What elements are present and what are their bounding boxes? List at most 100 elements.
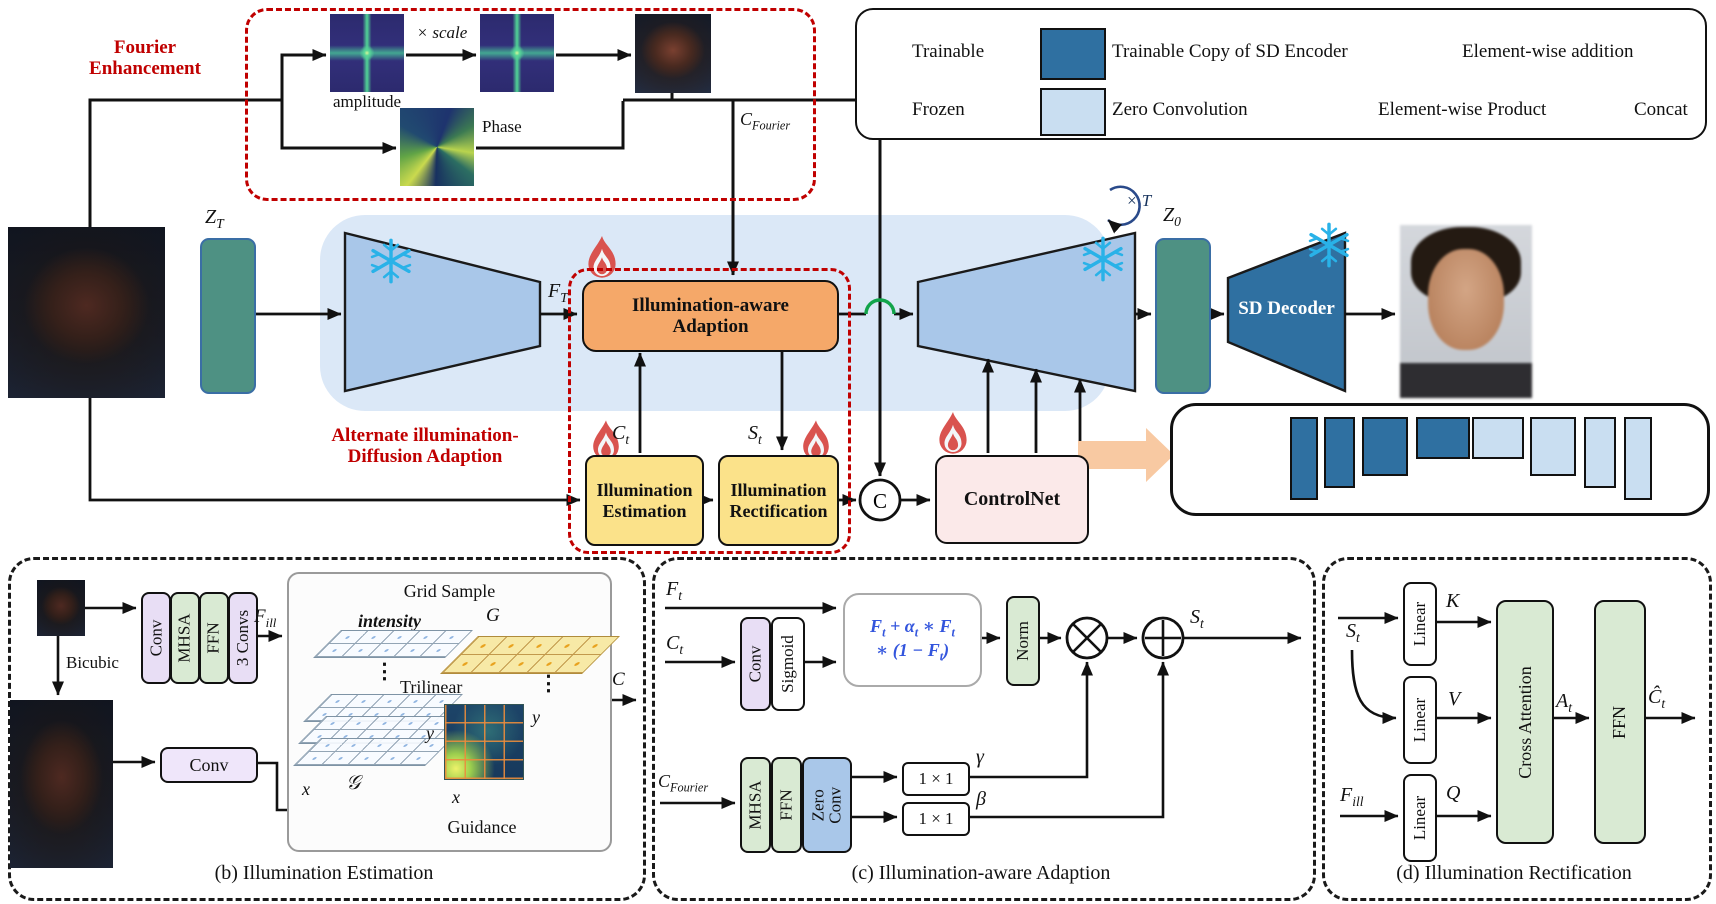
legend-trainable-label: Trainable (912, 41, 985, 62)
unet-zeroconv-bar-3 (1584, 417, 1616, 488)
unet-encoder-bar-1 (1290, 417, 1318, 500)
intensity-label: intensity (358, 611, 422, 631)
amplitude-label: amplitude (333, 92, 401, 111)
panel-b-caption: (b) Illumination Estimation (214, 862, 434, 884)
legend-frozen-label: Frozen (912, 99, 965, 120)
grid-sample-title: Grid Sample (403, 581, 496, 601)
zt-label: ZT (205, 206, 224, 231)
guidance-heatmap-image (444, 704, 524, 780)
legend-trainable-copy-label: Trainable Copy of SD Encoder (1112, 41, 1348, 62)
controlnet-flame-icon (939, 412, 967, 454)
panel-c-1x1-box-beta: 1 × 1 (902, 802, 970, 836)
chat-t-label: Ĉt (1648, 686, 1666, 711)
panel-c-st-label: St (1190, 606, 1204, 631)
panel-c-1x1-box-gamma: 1 × 1 (902, 762, 970, 796)
bicubic-label: Bicubic (66, 653, 119, 672)
unet-zeroconv-bar-4 (1624, 417, 1652, 500)
fourier-enhancement-dashed-box (245, 8, 816, 201)
panel-c-ffn-box: FFN (771, 757, 802, 853)
cross-attention-box: Cross Attention (1496, 600, 1554, 844)
amplitude-spectrum-image (330, 14, 404, 92)
gamma-label: γ (976, 746, 984, 768)
ft-label: FT (548, 280, 568, 305)
zt-latent-block (200, 238, 256, 394)
z0-label: Z0 (1163, 204, 1181, 229)
gold-grid-plane (440, 636, 620, 674)
input-lowlight-image (8, 227, 165, 398)
panel-b-dashed-box (8, 557, 646, 901)
alternate-adaption-dashed-box (568, 268, 851, 554)
panel-c-sigmoid-box: Sigmoid (771, 617, 805, 711)
grid-x-label: x (302, 779, 310, 799)
fourier-enhanced-face-image (635, 14, 711, 93)
legend-trainable-copy-swatch (1040, 28, 1106, 80)
concat-letter: C (873, 489, 887, 513)
panel-b-3convs-box: 3 Convs (228, 592, 258, 684)
legend-zero-conv-swatch (1040, 88, 1106, 136)
panel-c-norm-box: Norm (1006, 596, 1040, 686)
unet-zeroconv-bar-2 (1530, 417, 1576, 476)
legend-product-label: Element-wise Product (1378, 99, 1547, 120)
unet-zeroconv-bar-1 (1472, 417, 1524, 459)
panel-d-linear-k-box: Linear (1403, 582, 1437, 666)
panel-c-ct-label: Ct (666, 632, 684, 657)
beta-label: β (976, 788, 986, 810)
panel-d-ffn-box: FFN (1594, 600, 1646, 844)
trilinear-label: Trilinear (400, 677, 463, 697)
loop-times-t-label: × T (1126, 191, 1152, 210)
panel-b-mhsa-box: MHSA (170, 592, 200, 684)
alternate-adaption-title: Alternate illumination-Diffusion Adaptio… (331, 425, 519, 467)
scale-label: × scale (416, 23, 468, 42)
q-label: Q (1446, 782, 1461, 804)
script-g-label: 𝒢 (346, 772, 361, 794)
panel-b-output-c-label: C (612, 669, 625, 690)
grid-dots-2: ⋮ (538, 671, 559, 695)
panel-c-mhsa-box: MHSA (740, 757, 771, 853)
phase-image (400, 108, 474, 186)
panel-d-dashed-box (1322, 557, 1712, 901)
panel-b-conv2-box: Conv (160, 747, 258, 783)
guidance-y-label: y (532, 707, 540, 727)
legend-box (855, 8, 1707, 140)
at-label: At (1556, 690, 1572, 715)
z0-latent-block (1155, 238, 1211, 394)
panel-c-formula-box: Ft + αt ∗ Ft ∗ (1 − Ft) (843, 593, 982, 687)
panel-c-caption: (c) Illumination-aware Adaption (851, 862, 1111, 884)
unet-encoder-bar-3 (1362, 417, 1408, 476)
sddecoder-snowflake-icon (1308, 222, 1350, 268)
grid-plane-top (313, 630, 473, 658)
legend-addition-label: Element-wise addition (1462, 41, 1634, 62)
v-label: V (1448, 688, 1461, 710)
panel-d-fill-label: Fill (1340, 784, 1364, 809)
c-fourier-label: CFourier (740, 109, 791, 133)
panel-c-cfourier-label: CFourier (658, 771, 709, 795)
controlnet-detail-arrow (1078, 428, 1174, 482)
phase-label: Phase (482, 117, 522, 136)
panel-d-linear-q-box: Linear (1403, 774, 1437, 862)
ct-label: Ct (612, 422, 630, 447)
guidance-x-label: x (452, 787, 460, 807)
grid-sample-box: Grid Sample intensity G ⋮ ⋮ Trilinear y … (287, 572, 620, 852)
fill-label: Fill (254, 606, 277, 630)
sd-decoder-label: SD Decoder (1238, 298, 1335, 319)
grid-dots-1: ⋮ (374, 659, 395, 683)
panel-c-zero-conv-box: Zero Conv (802, 757, 852, 853)
legend-concat-label: Concat (1634, 99, 1688, 120)
panel-b-bicubic-face-image (10, 700, 113, 868)
panel-c-ft-label: Ft (666, 578, 682, 603)
guidance-label: Guidance (447, 817, 517, 837)
panel-d-caption: (d) Illumination Rectification (1396, 862, 1632, 884)
grid-y-label: y (426, 723, 434, 743)
panel-c-dashed-box (652, 557, 1316, 901)
panel-b-ffn-box: FFN (199, 592, 229, 684)
panel-c-conv-box: Conv (740, 617, 771, 711)
panel-b-small-face-image (37, 580, 85, 636)
st-label: St (748, 422, 762, 447)
scaled-amplitude-spectrum-image (480, 14, 554, 92)
k-label: K (1446, 590, 1460, 612)
panel-d-st-label: St (1346, 620, 1360, 645)
